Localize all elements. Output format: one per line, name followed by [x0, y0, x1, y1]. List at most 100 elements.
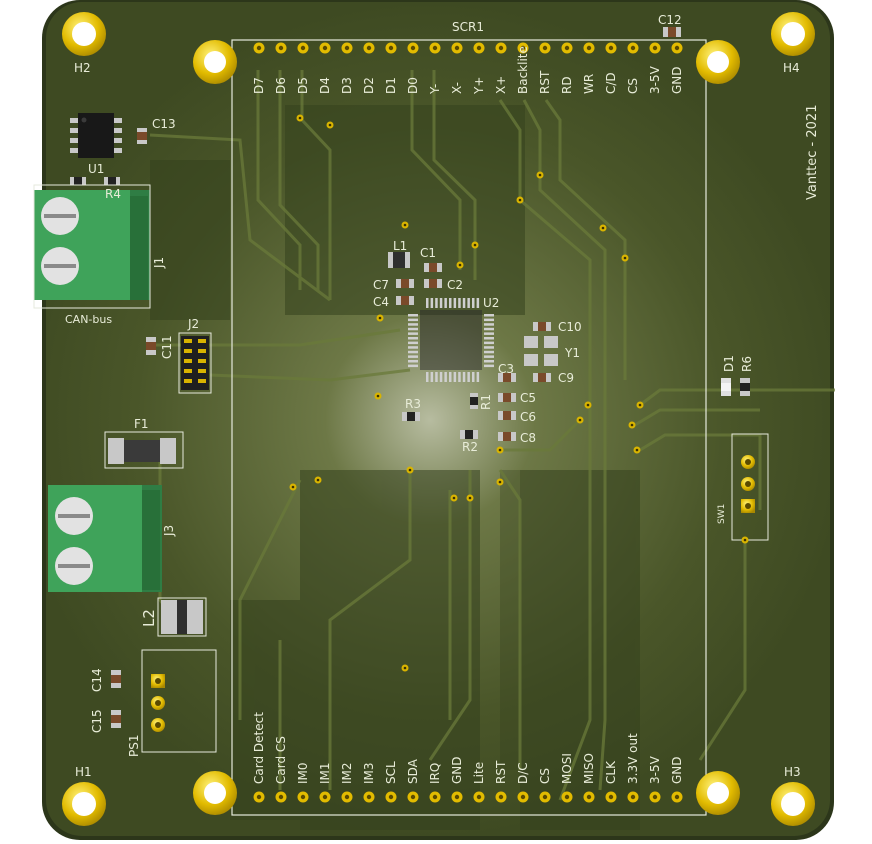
top-pin-label: RD [560, 76, 574, 94]
j1-terminal-block [34, 190, 150, 300]
c14-capacitor [111, 670, 121, 688]
via-hole [473, 243, 477, 247]
top-pin-label: D4 [318, 77, 332, 94]
via-hole [403, 223, 407, 227]
mounting-holes [62, 12, 815, 826]
via-hole [291, 485, 295, 489]
c2-label: C2 [447, 278, 464, 292]
via-hole [458, 263, 462, 267]
u2-pin [476, 372, 480, 382]
bottom-pin-hole [630, 794, 636, 800]
top-pin-label: Y- [428, 83, 442, 94]
bottom-pin-hole [344, 794, 350, 800]
hole-h4-label: H4 [783, 61, 800, 75]
bottom-pin-label: GND [670, 756, 684, 784]
can-bus-label: CAN-bus [65, 313, 113, 326]
j3-label: J3 [162, 524, 176, 536]
bottom-pin-label: IM0 [296, 762, 310, 784]
u2-pin [408, 323, 418, 326]
bottom-pin-hole [498, 794, 504, 800]
u2-pin [467, 372, 470, 382]
bottom-pin-label: GND [450, 756, 464, 784]
smd-body [503, 373, 511, 382]
top-pin-hole [322, 45, 328, 51]
u2-qfp-ic [408, 298, 494, 382]
u2-pin [449, 298, 452, 308]
top-pin-label: C/D [604, 72, 618, 94]
u2-pin [458, 298, 461, 308]
smd-body [538, 373, 546, 382]
u2-pin [484, 360, 494, 363]
c6-label: C6 [520, 410, 537, 424]
u2-pin [472, 298, 475, 308]
u2-pin [444, 298, 447, 308]
u2-pin [484, 341, 494, 345]
bottom-pin-hole [388, 794, 394, 800]
u2-pin [408, 337, 418, 340]
via-hole [538, 173, 542, 177]
top-pin-label: D7 [252, 77, 266, 94]
j1-silkscreen [33, 184, 151, 309]
c12-capacitor [663, 27, 681, 37]
u2-pin [408, 355, 418, 358]
bottom-pin-hole [454, 794, 460, 800]
top-pin-hole [300, 45, 306, 51]
smd-body [429, 263, 437, 272]
via-hole [601, 226, 605, 230]
bottom-pin-label: SDA [406, 759, 420, 784]
u2-pin [408, 327, 418, 331]
top-pin-label: D6 [274, 77, 288, 94]
via-hole [743, 538, 747, 542]
sw1-switch [731, 433, 769, 541]
u2-pin [426, 298, 429, 308]
u2-pin [484, 350, 494, 354]
top-pin-hole [476, 45, 482, 51]
screen-outline [231, 39, 707, 816]
bottom-pin-hole [278, 794, 284, 800]
top-pin-hole [454, 45, 460, 51]
top-pin-label: D3 [340, 77, 354, 94]
via-hole [630, 423, 634, 427]
u2-pin [484, 346, 494, 349]
top-pin-label: 3-5V [648, 66, 662, 94]
top-pin-hole [410, 45, 416, 51]
top-pin-label: Backlite [516, 46, 530, 94]
via-hole [586, 403, 590, 407]
bottom-pin-hole [300, 794, 306, 800]
u2-pin [408, 318, 418, 322]
u2-pin [408, 360, 418, 363]
bottom-pin-hole [322, 794, 328, 800]
bottom-pin-hole [586, 794, 592, 800]
r1-resistor [470, 393, 478, 409]
d1-led [721, 378, 731, 396]
l2-inductor [157, 597, 207, 637]
bottom-pin-label: MISO [582, 753, 596, 784]
smd-body [503, 393, 511, 402]
u2-pin [458, 372, 461, 382]
traces [149, 70, 835, 801]
top-pin-hole [498, 45, 504, 51]
f1-label: F1 [134, 417, 149, 431]
j2-label: J2 [188, 317, 200, 331]
u2-pin [484, 332, 494, 335]
bottom-pin-label: 3.3V out [626, 733, 640, 784]
bottom-pin-label: CLK [604, 761, 618, 784]
top-pin-label: D0 [406, 77, 420, 94]
top-pin-hole [674, 45, 680, 51]
smd-body [503, 411, 511, 420]
via-hole [378, 316, 382, 320]
smd-body [503, 432, 511, 441]
c12-label: C12 [658, 13, 682, 27]
f1-fuse [104, 431, 184, 469]
via-hole [638, 403, 642, 407]
d1-label: D1 [722, 355, 736, 372]
top-pin-label: CS [626, 78, 640, 94]
c13-capacitor [137, 128, 147, 144]
hole-h3-label: H3 [784, 765, 801, 779]
hole-h2-label: H2 [74, 61, 91, 75]
bottom-pin-hole [366, 794, 372, 800]
c10-label: C10 [558, 320, 582, 334]
c11-capacitor [146, 337, 156, 355]
u2-pin [476, 298, 480, 308]
